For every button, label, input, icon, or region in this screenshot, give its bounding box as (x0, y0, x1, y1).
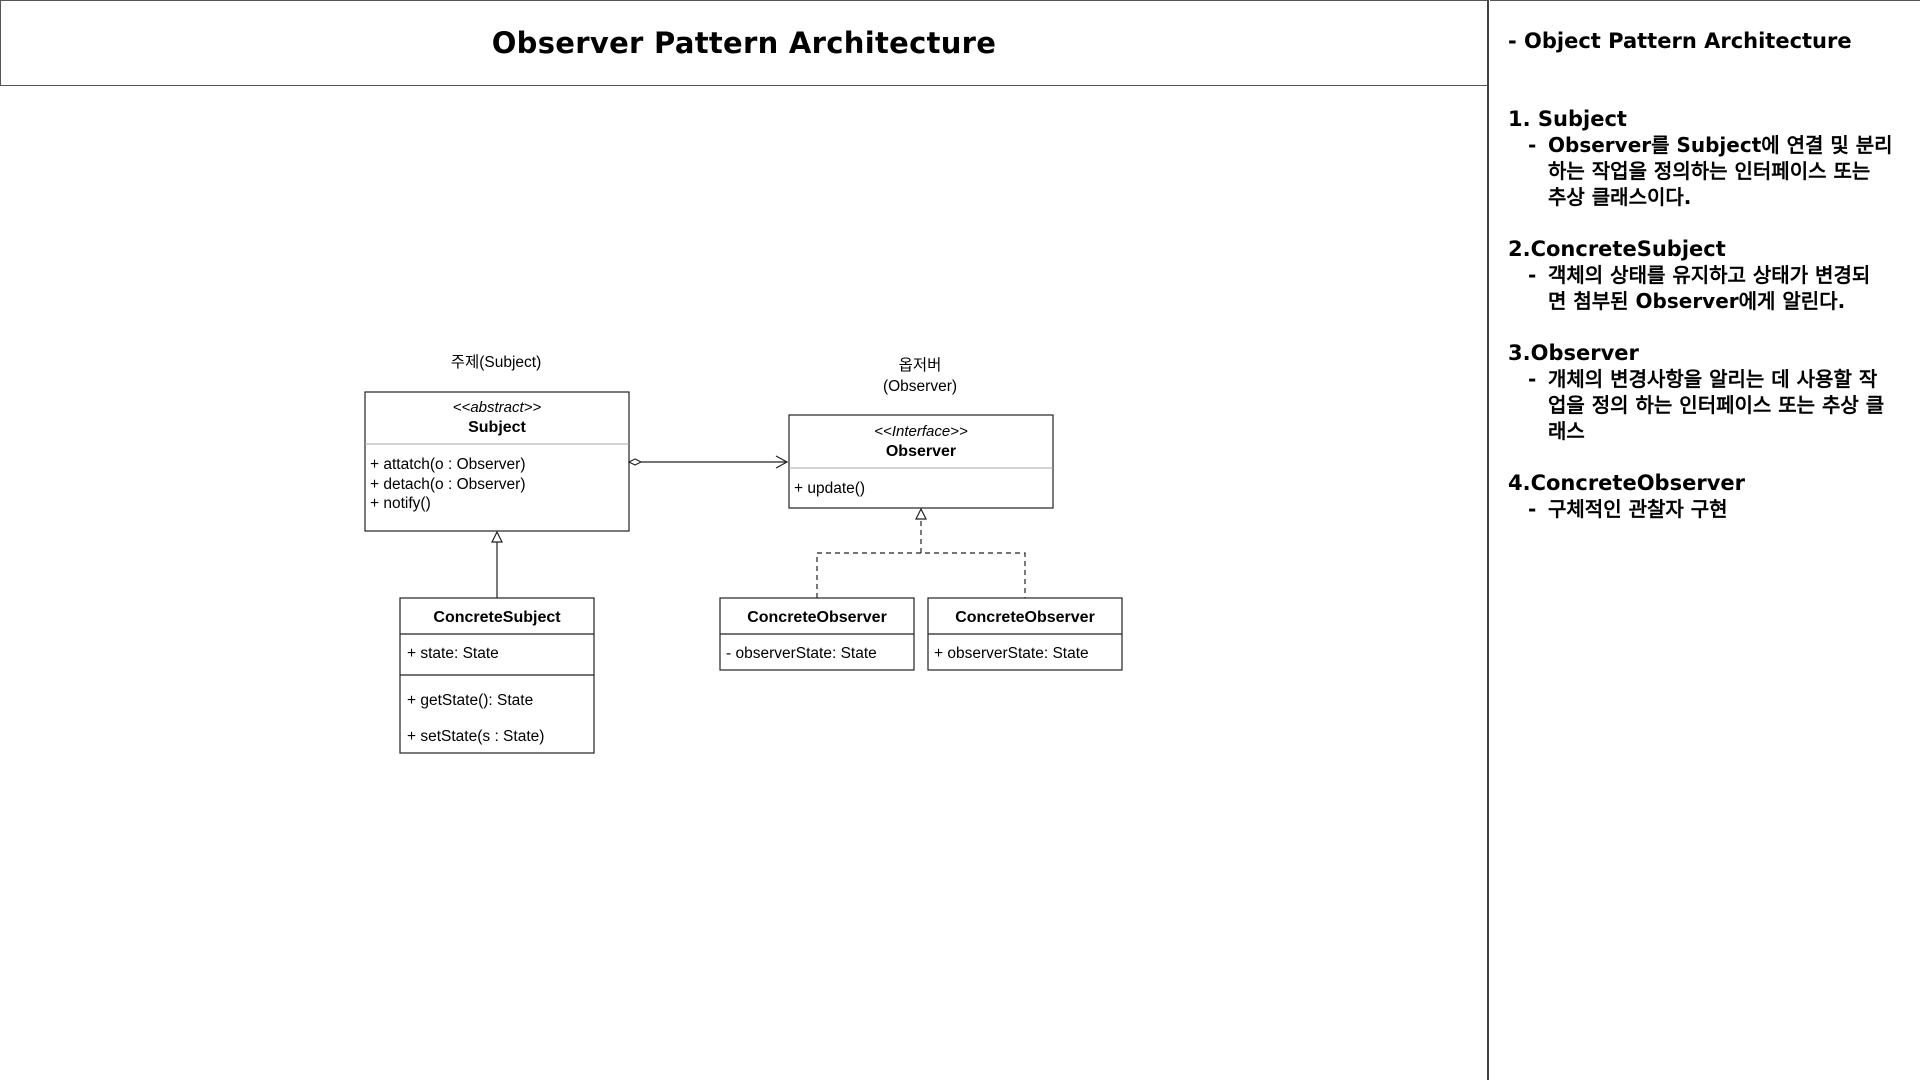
concrete-observer-2-attr: + observerState: State (934, 645, 1089, 662)
subject-role-label: 주제(Subject) (451, 353, 542, 371)
description-line: 면 첨부된 Observer에게 알린다. (1548, 289, 1846, 313)
concrete-observer-class-1: ConcreteObserver - observerState: State (719, 597, 915, 671)
description-line: 하는 작업을 정의하는 인터페이스 또는 (1548, 159, 1871, 183)
subject-stereotype: <<abstract>> (453, 399, 542, 416)
uml-diagram: 주제(Subject) 옵저버 (Observer) <<abstract>> … (364, 353, 1123, 754)
section-description: - 구체적인 관찰자 구현 (1508, 496, 1910, 522)
subject-name: Subject (468, 419, 526, 436)
realization-arrows (816, 507, 1026, 598)
title-bar: Observer Pattern Architecture (0, 0, 1487, 86)
section-description: - 개체의 변경사항을 알리는 데 사용할 작 업을 정의 하는 인터페이스 또… (1508, 366, 1910, 444)
page-title: Observer Pattern Architecture (491, 26, 997, 60)
section-description: - Observer를 Subject에 연결 및 분리 하는 작업을 정의하는… (1508, 132, 1910, 210)
description-line: Observer를 Subject에 연결 및 분리 (1548, 133, 1893, 157)
observer-method-update: + update() (794, 480, 865, 497)
description-line: 개체의 변경사항을 알리는 데 사용할 작 (1548, 367, 1878, 391)
concrete-subject-method-getstate: + getState(): State (407, 692, 533, 709)
description-line: 구체적인 관찰자 구현 (1548, 497, 1728, 521)
subject-class: <<abstract>> Subject + attatch(o : Obser… (364, 391, 630, 532)
subject-method-detach: + detach(o : Observer) (370, 476, 526, 493)
observer-role-label-line1: 옵저버 (899, 356, 942, 374)
concrete-observer-1-name: ConcreteObserver (747, 609, 887, 626)
section-title: 1. Subject (1508, 107, 1627, 131)
section-title: 2.ConcreteSubject (1508, 237, 1726, 261)
aggregation-arrow (627, 455, 789, 469)
description-panel: - Object Pattern Architecture 1. Subject… (1490, 0, 1920, 1080)
concrete-observer-2-name: ConcreteObserver (955, 609, 1095, 626)
observer-name: Observer (886, 443, 956, 460)
bullet-dash: - (1528, 133, 1537, 157)
description-line: 추상 클래스이다. (1548, 185, 1692, 209)
subject-method-notify: + notify() (370, 495, 431, 512)
concrete-subject-class: ConcreteSubject + state: State + getStat… (399, 597, 595, 754)
observer-stereotype: <<Interface>> (874, 423, 968, 440)
description-line: 래스 (1548, 419, 1585, 443)
description-line: 업을 정의 하는 인터페이스 또는 추상 클 (1548, 393, 1885, 417)
subject-method-attach: + attatch(o : Observer) (370, 456, 526, 473)
concrete-subject-name: ConcreteSubject (433, 609, 561, 626)
observer-interface: <<Interface>> Observer + update() (788, 414, 1054, 509)
section-subject: 1. Subject - Observer를 Subject에 연결 및 분리 … (1508, 106, 1910, 210)
section-concrete-subject: 2.ConcreteSubject - 객체의 상태를 유지하고 상태가 변경되… (1508, 236, 1910, 314)
concrete-subject-method-setstate: + setState(s : State) (407, 728, 544, 745)
concrete-observer-class-2: ConcreteObserver + observerState: State (927, 597, 1123, 671)
section-title: 4.ConcreteObserver (1508, 471, 1745, 495)
concrete-observer-1-attr: - observerState: State (726, 645, 877, 662)
inheritance-arrow (491, 530, 503, 598)
panel-divider (1487, 0, 1489, 1080)
concrete-subject-attr-state: + state: State (407, 645, 499, 662)
bullet-dash: - (1528, 263, 1537, 287)
observer-role-label-line2: (Observer) (883, 378, 957, 395)
section-description: - 객체의 상태를 유지하고 상태가 변경되 면 첨부된 Observer에게 … (1508, 262, 1910, 314)
section-concrete-observer: 4.ConcreteObserver - 구체적인 관찰자 구현 (1508, 470, 1910, 522)
bullet-dash: - (1528, 497, 1537, 521)
panel-heading: - Object Pattern Architecture (1508, 29, 1852, 53)
bullet-dash: - (1528, 367, 1537, 391)
section-title: 3.Observer (1508, 341, 1639, 365)
section-observer: 3.Observer - 개체의 변경사항을 알리는 데 사용할 작 업을 정의… (1508, 340, 1910, 444)
description-line: 객체의 상태를 유지하고 상태가 변경되 (1548, 263, 1871, 287)
